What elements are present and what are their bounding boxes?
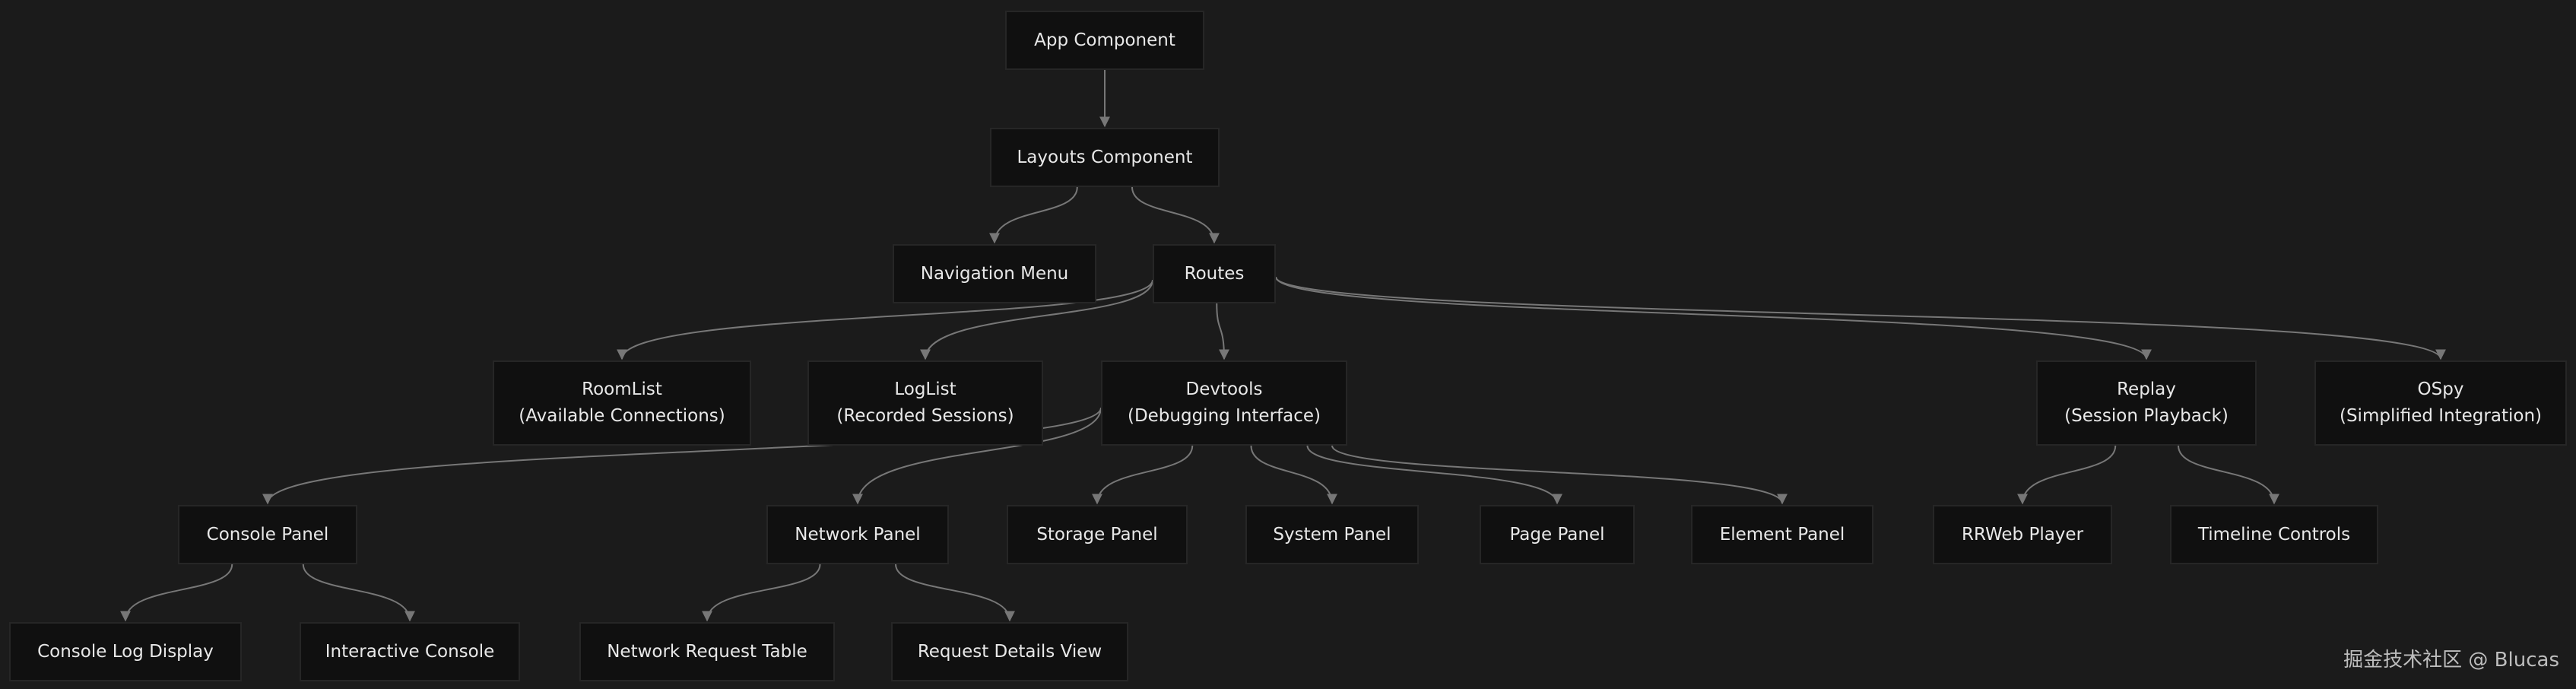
node-request-details-view: Request Details View	[891, 622, 1128, 681]
edge-network-to-reqtable	[702, 564, 821, 622]
node-label-line: RRWeb Player	[1961, 524, 2084, 545]
node-console-log-display: Console Log Display	[9, 622, 242, 681]
edge-devtools-to-element	[1331, 445, 1788, 505]
node-console-panel: Console Panel	[178, 505, 357, 564]
node-page-panel: Page Panel	[1480, 505, 1635, 564]
edge-routes-to-replay	[1275, 276, 2152, 360]
node-label-line: Console Log Display	[37, 641, 214, 662]
node-label-line: Routes	[1184, 263, 1245, 284]
node-system-panel: System Panel	[1245, 505, 1419, 564]
node-element-panel: Element Panel	[1691, 505, 1873, 564]
watermark: 掘金技术社区 @ Blucas	[2343, 649, 2559, 672]
edge-devtools-to-system	[1250, 445, 1337, 505]
edge-replay-to-timeline	[2178, 445, 2279, 505]
node-label-line: (Recorded Sessions)	[836, 406, 1014, 426]
node-loglist: LogList (Recorded Sessions)	[807, 360, 1043, 446]
node-label-line: OSpy	[2417, 379, 2464, 399]
node-label-line: System Panel	[1273, 524, 1391, 545]
node-devtools: Devtools (Debugging Interface)	[1101, 360, 1347, 446]
node-label-line: Storage Panel	[1036, 524, 1158, 545]
node-routes: Routes	[1153, 244, 1276, 303]
node-label-line: Page Panel	[1509, 524, 1605, 545]
edge-routes-to-devtools	[1216, 303, 1229, 360]
node-ospy: OSpy (Simplified Integration)	[2314, 360, 2567, 446]
node-interactive-console: Interactive Console	[300, 622, 520, 681]
node-network-panel: Network Panel	[766, 505, 949, 564]
node-label-line: Replay	[2117, 379, 2176, 399]
node-label-line: Element Panel	[1719, 524, 1845, 545]
node-label-line: Devtools	[1185, 379, 1263, 399]
edge-replay-to-rrweb	[2017, 445, 2117, 505]
node-label-line: Timeline Controls	[2197, 524, 2351, 545]
node-roomlist: RoomList (Available Connections)	[493, 360, 751, 446]
node-app-component: App Component	[1005, 11, 1204, 70]
node-label-line: (Session Playback)	[2064, 406, 2229, 426]
node-network-request-table: Network Request Table	[579, 622, 835, 681]
edge-devtools-to-storage	[1092, 445, 1194, 505]
node-label-line: App Component	[1034, 30, 1175, 50]
edge-devtools-to-page	[1306, 445, 1562, 505]
edge-routes-to-ospy	[1275, 276, 2446, 360]
node-label-line: Console Panel	[206, 524, 329, 545]
node-label-line: Navigation Menu	[920, 263, 1069, 284]
node-rrweb-player: RRWeb Player	[1933, 505, 2112, 564]
node-replay: Replay (Session Playback)	[2036, 360, 2257, 446]
node-timeline-controls: Timeline Controls	[2170, 505, 2378, 564]
node-label-line: LogList	[894, 379, 956, 399]
edge-routes-to-loglist	[920, 279, 1153, 360]
node-label-line: Layouts Component	[1017, 147, 1193, 167]
edge-layouts-to-routes	[1131, 186, 1220, 244]
node-layouts-component: Layouts Component	[990, 128, 1220, 187]
node-label-line: Interactive Console	[325, 641, 495, 662]
node-label-line: Network Panel	[795, 524, 921, 545]
edge-routes-to-roomlist	[617, 279, 1153, 360]
edge-console-to-interactive	[302, 564, 415, 622]
node-label-line: (Available Connections)	[519, 406, 725, 426]
edge-layouts-to-nav	[989, 186, 1078, 244]
node-storage-panel: Storage Panel	[1007, 505, 1188, 564]
node-label-line: Network Request Table	[607, 641, 807, 662]
node-label-line: RoomList	[582, 379, 662, 399]
edge-console-to-consolelog	[120, 564, 233, 622]
node-label-line: (Simplified Integration)	[2339, 406, 2542, 426]
edge-devtools-to-console	[262, 407, 1102, 505]
node-navigation-menu: Navigation Menu	[893, 244, 1096, 303]
edge-devtools-to-network	[852, 407, 1102, 505]
edge-network-to-reqdetails	[895, 564, 1015, 622]
node-label-line: (Debugging Interface)	[1127, 406, 1321, 426]
node-label-line: Request Details View	[917, 641, 1102, 662]
